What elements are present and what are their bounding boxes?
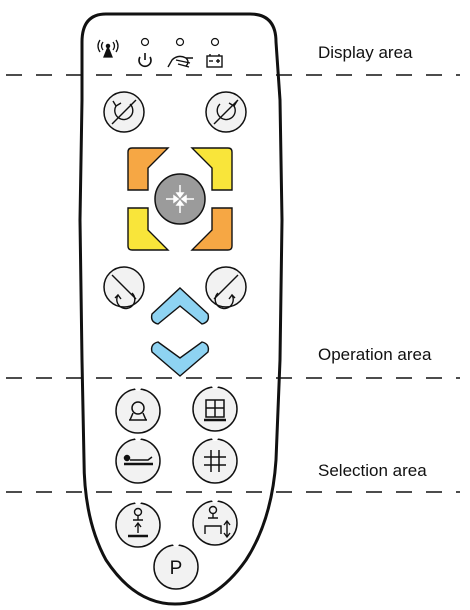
selection-area-label: Selection area xyxy=(318,462,427,479)
rotate-left-back-button[interactable] xyxy=(104,92,144,132)
park-button-label: P xyxy=(170,558,183,579)
display-area-label: Display area xyxy=(318,44,413,61)
rotate-left-forward-button[interactable] xyxy=(104,267,144,309)
rotate-right-back-button[interactable] xyxy=(206,92,246,132)
rotate-right-forward-button[interactable] xyxy=(206,267,246,309)
level-center-button[interactable] xyxy=(155,174,205,224)
operation-area-label: Operation area xyxy=(318,346,431,363)
